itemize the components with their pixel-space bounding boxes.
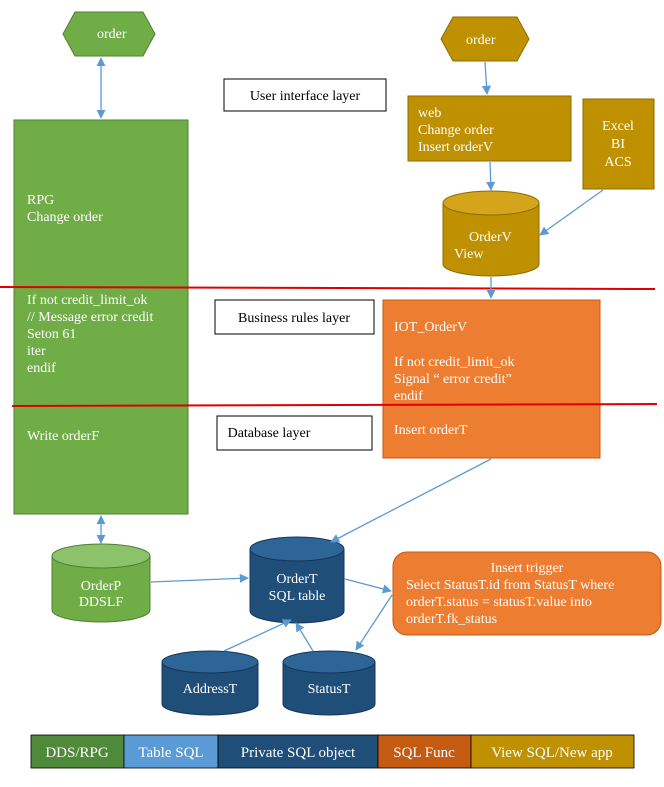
excel-box: Excel BI ACS — [582, 98, 655, 190]
rpg-rule-line: Seton 61 — [27, 327, 76, 342]
excel-box-line: Excel — [602, 119, 634, 134]
trigger-line: orderT.status = statusT.value into — [406, 595, 592, 610]
legend-label-view-sql: View SQL/New app — [491, 745, 613, 761]
orderv-label: OrderV — [469, 230, 512, 245]
orderv-sublabel: View — [454, 247, 484, 262]
legend-label-table-sql: Table SQL — [138, 745, 203, 761]
business-layer-label: Business rules layer — [214, 299, 375, 335]
statust-label: StatusT — [308, 682, 351, 697]
addresst-cylinder: AddressT — [161, 650, 259, 716]
ordert-label: OrderT — [276, 572, 318, 587]
legend-label-sql-func: SQL Func — [393, 745, 455, 761]
iot-rule-line: Signal “ error credit” — [394, 372, 512, 387]
legend-swatch-dds-rpg — [30, 734, 125, 769]
rpg-rule-line: iter — [27, 344, 46, 359]
arrow-orderp-ordert — [150, 573, 249, 583]
web-box-line: Insert orderV — [418, 140, 493, 155]
arrow-excel-orderv — [539, 189, 604, 236]
legend-label-dds-rpg: DDS/RPG — [45, 745, 109, 761]
left-order-tag-label: order — [97, 27, 127, 42]
legend-swatch-view-sql — [470, 734, 635, 769]
arrow-right-order-web — [481, 61, 492, 95]
iot-insert: Insert orderT — [394, 423, 468, 438]
rpg-rule-line: // Message error credit — [27, 310, 153, 325]
orderv-cylinder: OrderV View — [442, 190, 540, 277]
rpg-title: RPG — [27, 193, 54, 208]
business-layer-text: Business rules layer — [238, 311, 350, 326]
arrow-addresst-ordert — [223, 619, 292, 652]
legend: DDS/RPG Table SQL Private SQL object SQL… — [30, 734, 635, 769]
iot-orderv-box: IOT_OrderV If not credit_limit_ok Signal… — [382, 299, 601, 459]
rpg-rule-line: If not credit_limit_ok — [27, 293, 148, 308]
rpg-rule-line: endif — [27, 361, 56, 376]
arrow-web-orderv — [486, 161, 496, 191]
excel-box-line: BI — [611, 137, 625, 152]
rpg-box: RPG Change order If not credit_limit_ok … — [13, 119, 189, 515]
trigger-title: Insert trigger — [491, 561, 564, 576]
web-box-line: web — [418, 106, 441, 121]
arrow-ordert-trigger — [344, 578, 392, 594]
addresst-label: AddressT — [183, 682, 238, 697]
excel-box-line: ACS — [604, 155, 631, 170]
ordert-cylinder: OrderT SQL table — [249, 536, 345, 624]
right-order-tag: order — [440, 16, 530, 62]
database-layer-text: Database layer — [228, 426, 311, 441]
ordert-sublabel: SQL table — [269, 589, 326, 604]
web-box-line: Change order — [418, 123, 494, 138]
layer-separator-business-db — [11, 403, 658, 407]
left-order-tag: order — [62, 11, 156, 57]
database-layer-label: Database layer — [216, 415, 373, 451]
rpg-write: Write orderF — [27, 429, 99, 444]
legend-swatch-table-sql — [123, 734, 219, 769]
rpg-change: Change order — [27, 210, 103, 225]
web-box: web Change order Insert orderV — [407, 95, 572, 162]
ui-layer-text: User interface layer — [250, 89, 361, 104]
arrow-trigger-statust — [355, 594, 393, 651]
trigger-line: orderT.fk_status — [406, 612, 497, 627]
layer-separator-ui-business — [0, 286, 656, 290]
legend-label-private-sql: Private SQL object — [241, 745, 356, 761]
statust-cylinder: StatusT — [282, 650, 376, 716]
arrow-statust-ordert — [295, 622, 314, 652]
ui-layer-label: User interface layer — [223, 78, 387, 112]
orderp-cylinder: OrderP DDSLF — [51, 543, 151, 623]
iot-title: IOT_OrderV — [394, 320, 467, 335]
legend-swatch-private-sql — [217, 734, 379, 769]
orderp-label: OrderP — [81, 579, 122, 594]
connectors — [96, 57, 604, 652]
trigger-line: Select StatusT.id from StatusT where — [406, 578, 614, 593]
iot-rule-line: endif — [394, 389, 423, 404]
insert-trigger-box: Insert trigger Select StatusT.id from St… — [392, 551, 662, 636]
iot-rule-line: If not credit_limit_ok — [394, 355, 515, 370]
orderp-sublabel: DDSLF — [79, 595, 124, 610]
arrow-iot-ordert — [330, 458, 492, 543]
right-order-tag-label: order — [466, 33, 496, 48]
legend-swatch-sql-func — [377, 734, 472, 769]
